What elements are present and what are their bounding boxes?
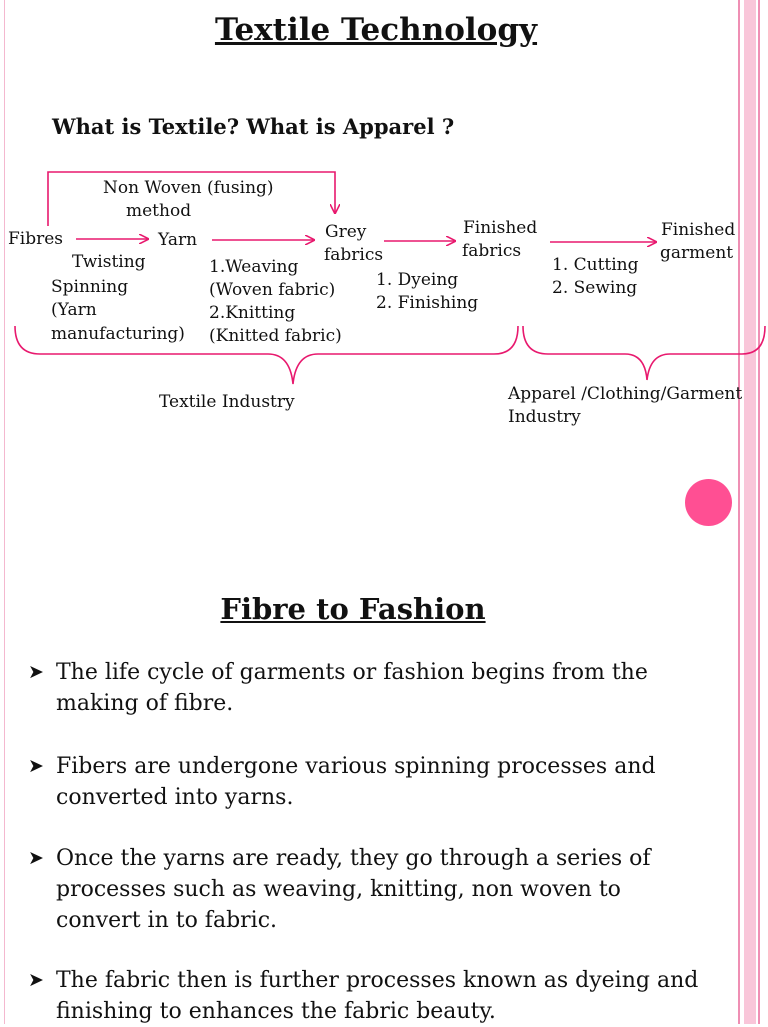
slide-title: Textile Technology [214,12,538,48]
frame-line-right-1 [738,0,740,1024]
arrowhead-bullet-icon: ➤ [28,661,44,683]
apparel-industry-brace [522,325,766,381]
pink-dot-ornament [685,479,732,526]
label-finished-garment-2: garment [660,243,734,263]
label-grey-fabrics: fabrics [324,245,384,265]
label-cutting: 1. Cutting [552,255,639,275]
frame-line-right-3 [758,0,760,1024]
question-heading: What is Textile? What is Apparel ? [52,114,455,139]
label-nonwoven: Non Woven (fusing) [103,178,274,198]
label-finished-fabrics-1: Finished [463,218,538,238]
label-method: method [126,201,192,221]
label-spinning: Spinning [51,277,129,297]
label-knitting: 2.Knitting [209,303,296,323]
bullet-item: ➤ The fabric then is further processes k… [28,965,708,1027]
label-finished-fabrics-2: fabrics [462,241,522,261]
frame-line-right-2 [744,0,756,1024]
bullet-item: ➤ Fibers are undergone various spinning … [28,751,708,813]
arrowhead-bullet-icon: ➤ [28,755,44,777]
bullet-item: ➤ The life cycle of garments or fashion … [28,657,708,719]
label-textile-industry: Textile Industry [159,392,295,412]
label-fibres: Fibres [8,229,64,249]
label-weaving: 1.Weaving [209,257,299,277]
label-twisting: Twisting [72,252,146,272]
arrowhead-bullet-icon: ➤ [28,969,44,991]
label-sewing: 2. Sewing [552,278,638,298]
textile-industry-brace [14,325,519,385]
label-woven-fabric: (Woven fabric) [209,280,336,300]
label-grey: Grey [325,222,367,242]
nonwoven-arrow [47,171,335,226]
arrowhead-bullet-icon: ➤ [28,847,44,869]
label-yarn: Yarn [158,230,198,250]
label-finished-garment-1: Finished [661,220,736,240]
label-spinning-manufacturing: manufacturing) [51,324,185,344]
label-spinning-yarn: (Yarn [51,300,97,320]
bullet-item: ➤ Once the yarns are ready, they go thro… [28,843,708,936]
label-apparel-industry-2: Industry [508,407,581,427]
frame-line-left [4,0,5,1024]
label-dyeing: 1. Dyeing [376,270,459,290]
label-apparel-industry: Apparel /Clothing/Garment [508,384,743,404]
slide2-title: Fibre to Fashion [220,592,486,626]
label-knitted-fabric: (Knitted fabric) [209,326,342,346]
label-finishing: 2. Finishing [376,293,479,313]
